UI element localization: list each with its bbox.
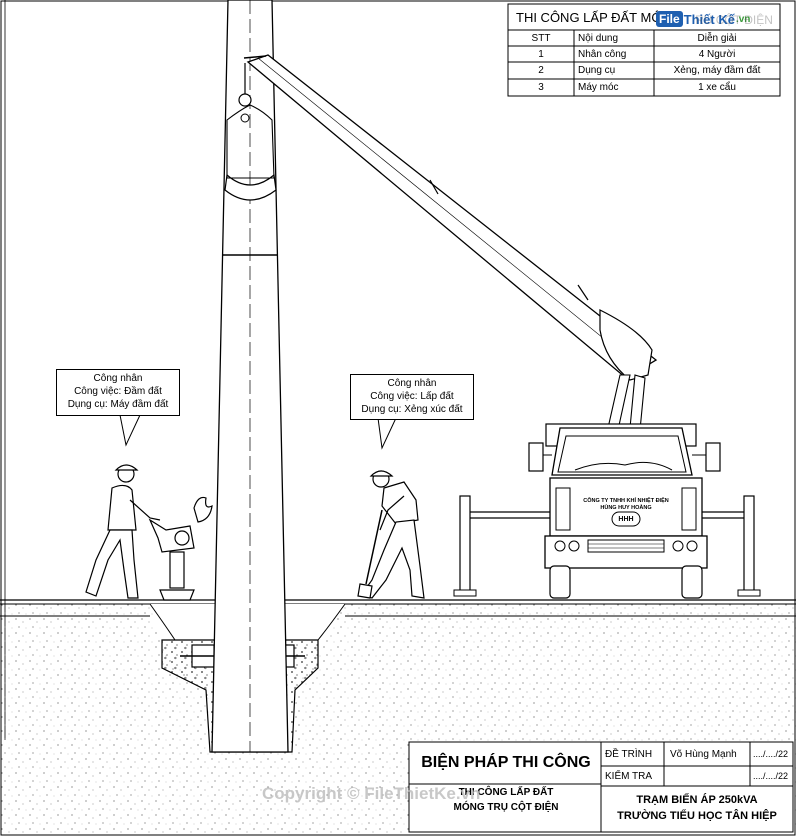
table-title: THI CÔNG LẤP ĐẤT MÓ [516,9,662,25]
row3-stt: 3 [538,82,544,93]
callout-left-line2: Công việc: Đầm đất [74,386,162,397]
callout-right-line1: Công nhân [387,378,437,389]
truck-logo: HHH [618,515,634,523]
project-line-2: TRƯỜNG TIỂU HỌC TÂN HIỆP [617,810,777,822]
kiem-tra-date: ..../..../22 [753,771,789,781]
worker-backfilling [357,470,425,599]
row2-content: Dụng cụ [578,65,616,76]
header-description: Diễn giải [697,32,737,44]
row1-description: 4 Người [698,48,736,60]
filethietke-logo: File Thiết Kế .vn [656,8,750,30]
row2-stt: 2 [538,65,544,76]
title-sub-1: THI CÔNG LẤP ĐẤT [458,787,554,798]
truck-company-name: CÔNG TY TNHH KHÍ NHIỆT ĐIỆN [583,498,669,504]
table-title-tail: RU CỘT ĐIỆN [695,13,773,27]
copyright-watermark: Copyright © FileThietKe.vn [262,784,481,803]
kiem-tra-label: KIỂM TRA [605,770,653,782]
project-line-1: TRẠM BIẾN ÁP 250kVA [636,794,758,806]
header-stt: STT [531,32,551,44]
crane-boom [243,54,658,431]
callout-right-line3: Dụng cụ: Xẻng xúc đất [361,404,463,415]
logo-file: File [656,11,683,27]
callout-left-line3: Dụng cụ: Máy đầm đất [67,399,169,410]
row3-description: 1 xe cẩu [698,82,736,93]
row3-content: Máy móc [578,82,619,93]
de-trinh-label: ĐỀ TRÌNH [605,748,653,760]
callout-compacting-worker: Công nhân Công việc: Đầm đất Dụng cụ: Má… [56,369,180,416]
title-sub-2: MÓNG TRỤ CỘT ĐIỆN [453,802,559,813]
title-main: BIỆN PHÁP THI CÔNG [421,754,591,771]
callout-backfilling-worker: Công nhân Công việc: Lấp đất Dụng cụ: Xẻ… [350,374,474,420]
title-block-grid [408,741,794,833]
row1-content: Nhân công [578,48,627,60]
table-grid [507,3,781,97]
callout-left-line1: Công nhân [93,373,143,384]
de-trinh-name: Võ Hùng Mạnh [670,748,737,760]
header-content: Nội dung [578,32,619,44]
de-trinh-date: ..../..../22 [753,749,789,759]
logo-thietke: Thiết Kế [683,11,735,27]
logo-domain: .vn [735,13,751,25]
row2-description: Xẻng, máy đầm đất [673,65,761,76]
callout-right-line2: Công việc: Lấp đất [370,391,454,402]
electric-pole [211,0,289,753]
row1-stt: 1 [538,48,544,60]
truck-company-name-2: HÙNG HUY HOÀNG [600,505,652,511]
crane-truck [453,423,761,599]
worker-compacting [85,464,213,601]
